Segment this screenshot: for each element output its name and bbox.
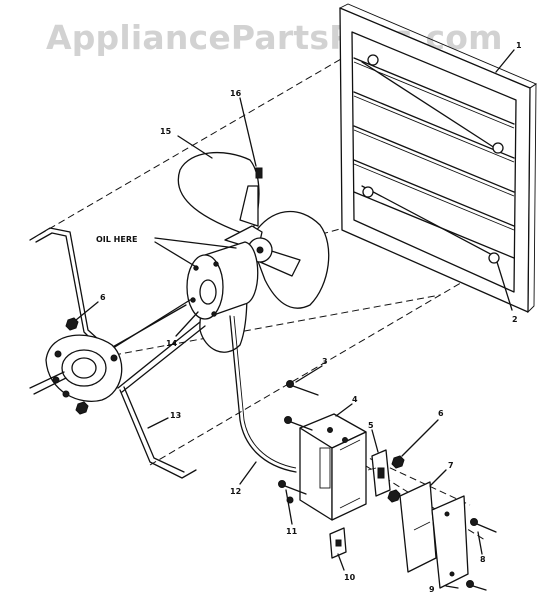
callout-6-right: 6 <box>438 409 444 418</box>
cover-plate <box>431 495 469 589</box>
callout-16: 16 <box>230 89 242 98</box>
shutter-assembly <box>338 3 537 314</box>
shutter-screw <box>367 54 379 66</box>
screw-11 <box>278 480 307 504</box>
nut-left <box>65 317 89 415</box>
terminal-block <box>329 527 347 559</box>
motor-lead-wire <box>229 315 297 473</box>
callout-9: 9 <box>429 585 435 594</box>
linkage-bar <box>361 61 499 151</box>
insulator <box>399 481 437 573</box>
callout-5: 5 <box>368 421 374 430</box>
fan-motor <box>186 241 259 320</box>
callout-8: 8 <box>480 555 486 564</box>
nut-right <box>387 455 405 503</box>
callout-12: 12 <box>230 487 241 496</box>
switch <box>367 449 391 497</box>
screw-3 <box>284 380 319 431</box>
callout-15: 15 <box>160 127 172 136</box>
callout-11: 11 <box>286 527 298 536</box>
linkage-bar <box>361 185 499 259</box>
callout-10: 10 <box>344 573 356 582</box>
oil-here-note: OIL HERE <box>96 235 137 244</box>
callout-4: 4 <box>352 395 358 404</box>
shutter-screw <box>492 142 504 154</box>
callout-13: 13 <box>170 411 181 420</box>
callout-7: 7 <box>448 461 454 470</box>
switch-box <box>299 413 367 521</box>
callout-6-left: 6 <box>100 293 106 302</box>
callout-14: 14 <box>166 339 178 348</box>
callout-3: 3 <box>322 357 328 366</box>
motor-bracket <box>29 227 206 479</box>
louver-slats <box>353 57 515 259</box>
callout-2: 2 <box>512 315 518 324</box>
callout-labels: 1 2 3 4 5 6 6 7 8 9 10 11 12 13 14 15 16… <box>96 41 522 594</box>
shutter-screw <box>488 252 500 264</box>
callout-1: 1 <box>516 41 522 50</box>
blade-setscrew <box>255 167 263 179</box>
screw-8 <box>466 518 497 591</box>
leader-lines <box>75 49 515 589</box>
shutter-screw <box>362 186 374 198</box>
